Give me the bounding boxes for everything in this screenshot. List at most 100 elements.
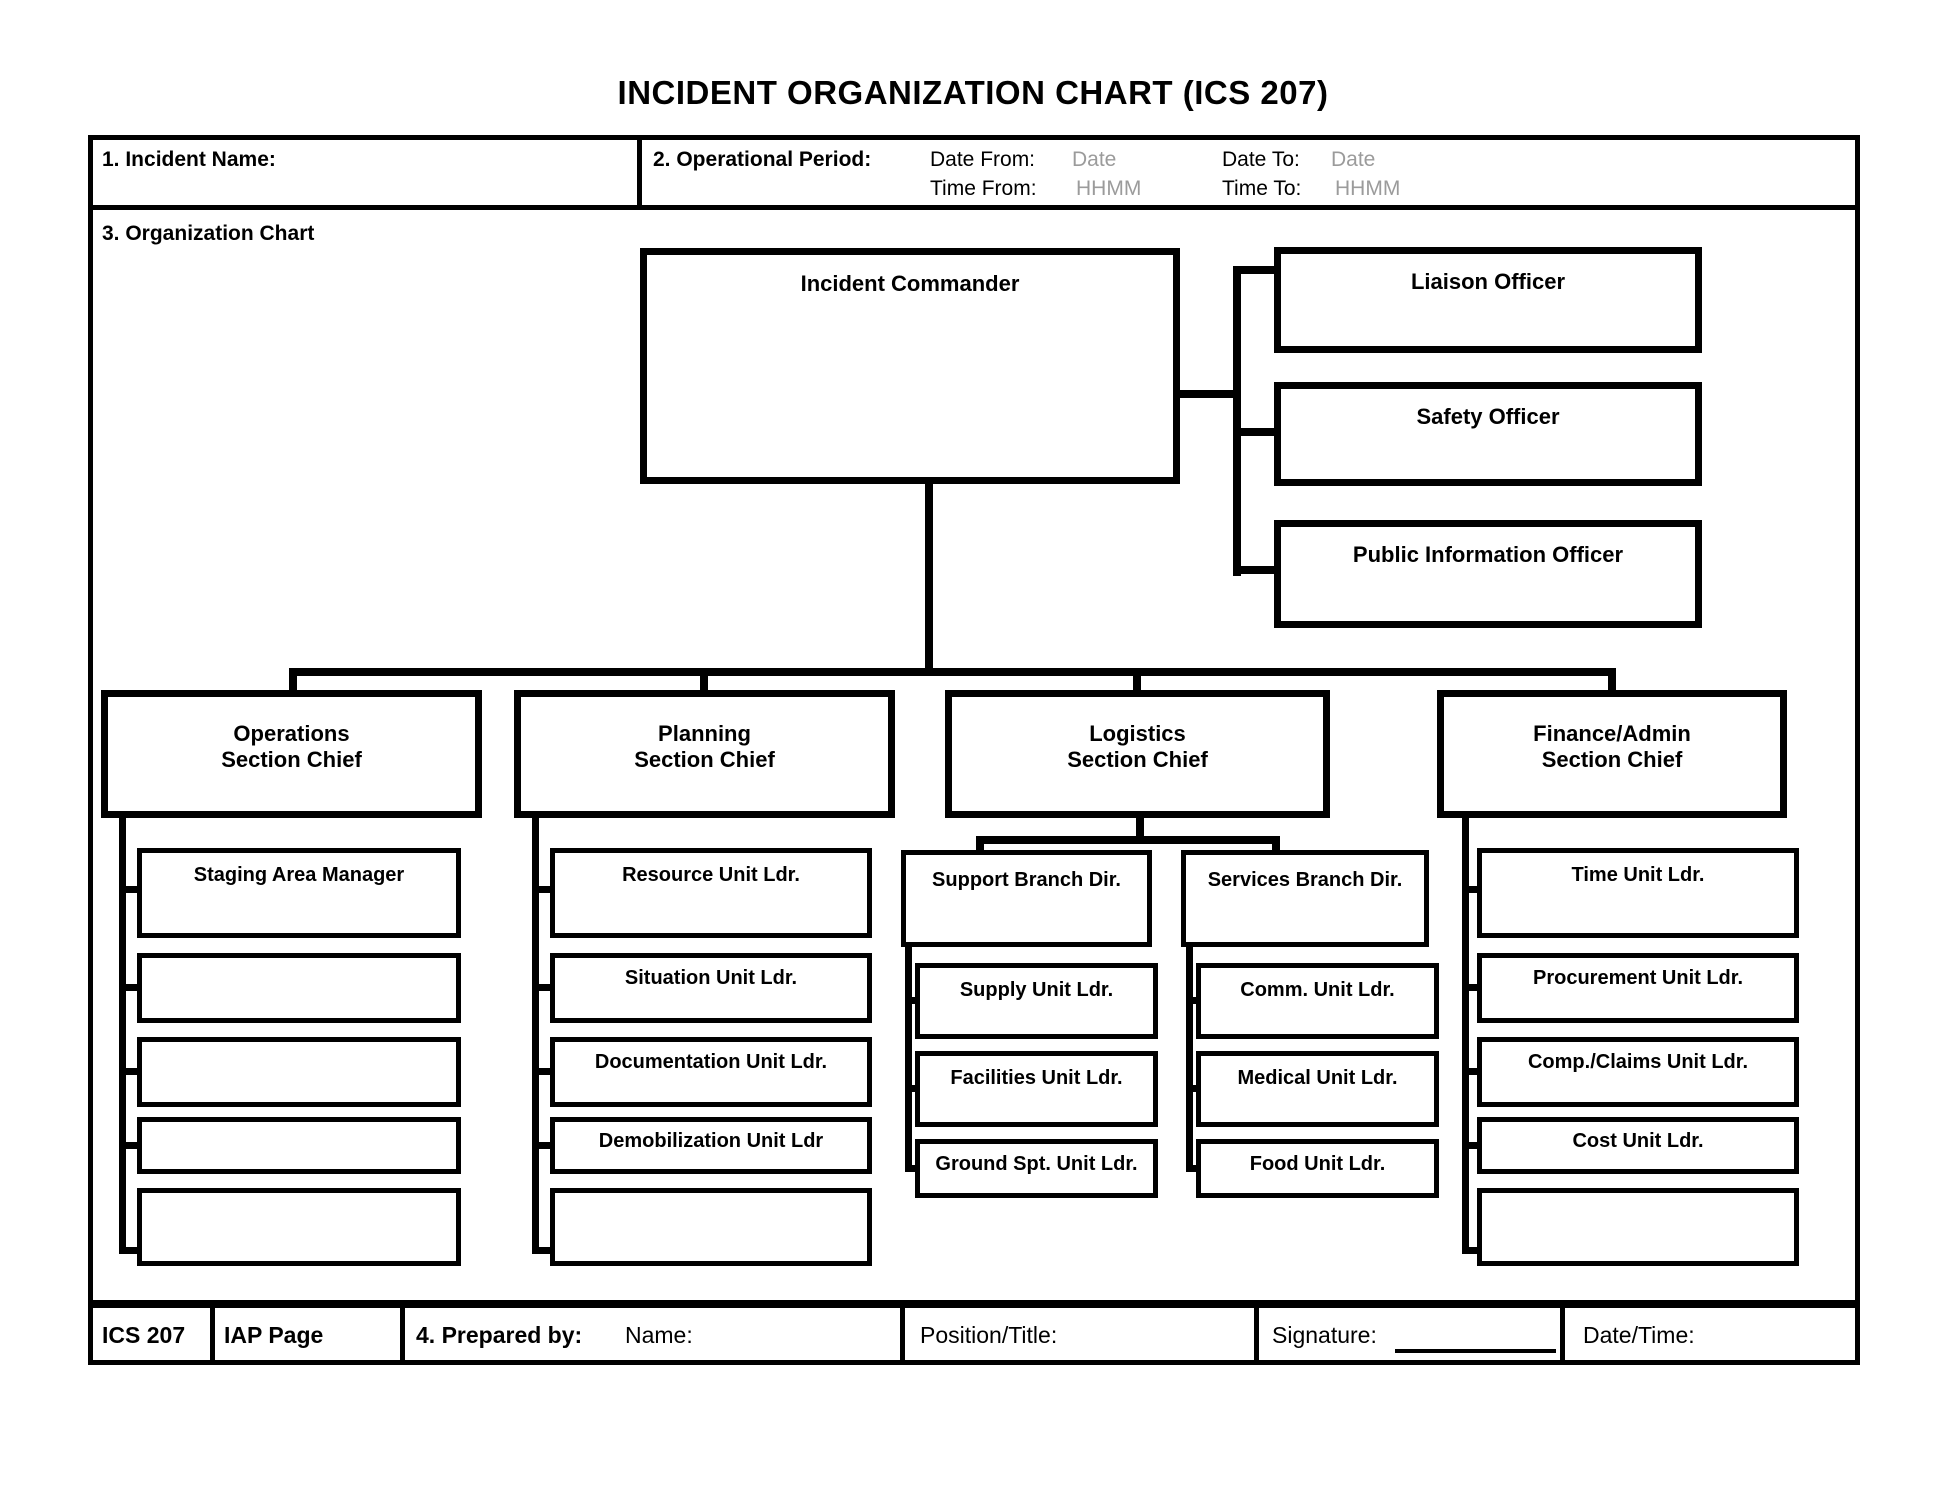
- date-time-label: Date/Time:: [1583, 1322, 1695, 1348]
- signature-label: Signature:: [1272, 1322, 1377, 1348]
- date-to-field[interactable]: Date: [1331, 148, 1376, 171]
- connector-ic-drop: [925, 484, 933, 670]
- spine-operations: [119, 818, 126, 1254]
- unit-box-operations-blank-3[interactable]: [137, 1117, 461, 1174]
- unit-box-planning-blank[interactable]: [550, 1188, 872, 1266]
- unit-box-operations-blank-1[interactable]: [137, 953, 461, 1023]
- unit-box-resource-unit-ldr[interactable]: Resource Unit Ldr.: [550, 848, 872, 938]
- unit-label: Staging Area Manager: [193, 864, 405, 886]
- stub-finance-3: [1462, 1068, 1477, 1075]
- liaison-officer-box[interactable]: Liaison Officer: [1274, 247, 1702, 353]
- connector-logistics-split-drop: [1136, 818, 1144, 840]
- safety-officer-label: Safety Officer: [1416, 404, 1560, 429]
- unit-label: Time Unit Ldr.: [1571, 864, 1705, 886]
- finance-admin-section-chief-box[interactable]: Finance/Admin Section Chief: [1437, 690, 1787, 818]
- branch-label: Services Branch Dir.: [1207, 869, 1403, 891]
- unit-box-comm-unit-ldr[interactable]: Comm. Unit Ldr.: [1196, 963, 1439, 1039]
- connector-distribution-line: [289, 668, 1616, 676]
- stub-finance-5: [1462, 1247, 1477, 1254]
- stub-operations-1: [119, 886, 137, 893]
- unit-box-finance-blank[interactable]: [1477, 1188, 1799, 1266]
- logistics-chief-label-line2: Section Chief: [1067, 747, 1208, 773]
- stub-operations-2: [119, 984, 137, 991]
- connector-drop-operations: [289, 668, 297, 690]
- connector-stub-safety: [1241, 428, 1274, 436]
- connector-branch-bar: [976, 836, 1280, 844]
- spine-support: [905, 947, 912, 1172]
- time-to-field[interactable]: HHMM: [1335, 177, 1401, 200]
- incident-commander-label: Incident Commander: [800, 271, 1020, 296]
- unit-box-documentation-unit-ldr[interactable]: Documentation Unit Ldr.: [550, 1037, 872, 1107]
- prepared-by-name-label: Name:: [625, 1322, 693, 1348]
- unit-box-staging-area-manager[interactable]: Staging Area Manager: [137, 848, 461, 938]
- stub-services-3: [1186, 1165, 1196, 1172]
- prepared-by-name-field[interactable]: [700, 1322, 890, 1356]
- unit-label: Resource Unit Ldr.: [622, 864, 800, 886]
- unit-label: Facilities Unit Ldr.: [950, 1067, 1123, 1089]
- unit-box-supply-unit-ldr[interactable]: Supply Unit Ldr.: [915, 963, 1158, 1039]
- unit-box-operations-blank-2[interactable]: [137, 1037, 461, 1107]
- unit-box-ground-spt-unit-ldr[interactable]: Ground Spt. Unit Ldr.: [915, 1139, 1158, 1198]
- position-title-label: Position/Title:: [920, 1322, 1058, 1348]
- stub-planning-5: [532, 1247, 550, 1254]
- stub-planning-4: [532, 1142, 550, 1149]
- stub-operations-5: [119, 1247, 137, 1254]
- stub-finance-1: [1462, 886, 1477, 893]
- stub-finance-4: [1462, 1142, 1477, 1149]
- services-branch-director-box[interactable]: Services Branch Dir.: [1181, 850, 1429, 947]
- unit-box-facilities-unit-ldr[interactable]: Facilities Unit Ldr.: [915, 1051, 1158, 1127]
- connector-drop-logistics: [1133, 668, 1141, 690]
- unit-box-operations-blank-4[interactable]: [137, 1188, 461, 1266]
- footer-divider-3: [900, 1303, 905, 1365]
- prepared-by-label: 4. Prepared by:: [416, 1322, 583, 1348]
- org-chart-section-label: 3. Organization Chart: [102, 222, 315, 245]
- unit-label: Demobilization Unit Ldr: [598, 1130, 824, 1152]
- unit-box-food-unit-ldr[interactable]: Food Unit Ldr.: [1196, 1139, 1439, 1198]
- unit-box-procurement-unit-ldr[interactable]: Procurement Unit Ldr.: [1477, 953, 1799, 1023]
- time-from-field[interactable]: HHMM: [1076, 177, 1142, 200]
- header-cell-divider: [637, 135, 642, 210]
- stub-finance-2: [1462, 984, 1477, 991]
- support-branch-director-box[interactable]: Support Branch Dir.: [901, 850, 1152, 947]
- unit-box-medical-unit-ldr[interactable]: Medical Unit Ldr.: [1196, 1051, 1439, 1127]
- stub-planning-1: [532, 886, 550, 893]
- unit-label: Comm. Unit Ldr.: [1240, 979, 1395, 1001]
- planning-section-chief-box[interactable]: Planning Section Chief: [514, 690, 895, 818]
- unit-box-cost-unit-ldr[interactable]: Cost Unit Ldr.: [1477, 1117, 1799, 1174]
- unit-label: Medical Unit Ldr.: [1237, 1067, 1398, 1089]
- time-from-label: Time From:: [930, 177, 1037, 200]
- connector-drop-services: [1272, 836, 1280, 852]
- footer-divider-5: [1560, 1303, 1565, 1365]
- signature-line[interactable]: [1395, 1349, 1556, 1353]
- safety-officer-box[interactable]: Safety Officer: [1274, 382, 1702, 486]
- stub-planning-2: [532, 984, 550, 991]
- connector-ic-to-officers: [1180, 390, 1241, 398]
- unit-box-situation-unit-ldr[interactable]: Situation Unit Ldr.: [550, 953, 872, 1023]
- incident-name-label: 1. Incident Name:: [102, 148, 276, 171]
- operations-section-chief-box[interactable]: Operations Section Chief: [101, 690, 482, 818]
- incident-name-field[interactable]: [350, 148, 630, 198]
- unit-label: Supply Unit Ldr.: [959, 979, 1114, 1001]
- date-time-field[interactable]: [1710, 1322, 1850, 1356]
- unit-label: Ground Spt. Unit Ldr.: [935, 1153, 1138, 1175]
- unit-box-demobilization-unit-ldr[interactable]: Demobilization Unit Ldr: [550, 1117, 872, 1174]
- public-information-officer-box[interactable]: Public Information Officer: [1274, 520, 1702, 628]
- logistics-section-chief-box[interactable]: Logistics Section Chief: [945, 690, 1330, 818]
- unit-label: Cost Unit Ldr.: [1572, 1130, 1704, 1152]
- connector-drop-planning: [700, 668, 708, 690]
- position-title-field[interactable]: [1090, 1322, 1245, 1356]
- unit-label: Comp./Claims Unit Ldr.: [1527, 1051, 1749, 1073]
- date-from-label: Date From:: [930, 148, 1036, 171]
- unit-label: Food Unit Ldr.: [1249, 1153, 1386, 1175]
- incident-commander-box[interactable]: Incident Commander: [640, 248, 1180, 484]
- planning-chief-label-line2: Section Chief: [634, 747, 775, 773]
- unit-box-time-unit-ldr[interactable]: Time Unit Ldr.: [1477, 848, 1799, 938]
- date-to-label: Date To:: [1222, 148, 1300, 171]
- date-from-field[interactable]: Date: [1072, 148, 1117, 171]
- form-id-label: ICS 207: [102, 1322, 186, 1348]
- stub-operations-4: [119, 1142, 137, 1149]
- footer-divider-2: [400, 1303, 405, 1365]
- finance-chief-label-line2: Section Chief: [1541, 747, 1683, 773]
- unit-box-comp-claims-unit-ldr[interactable]: Comp./Claims Unit Ldr.: [1477, 1037, 1799, 1107]
